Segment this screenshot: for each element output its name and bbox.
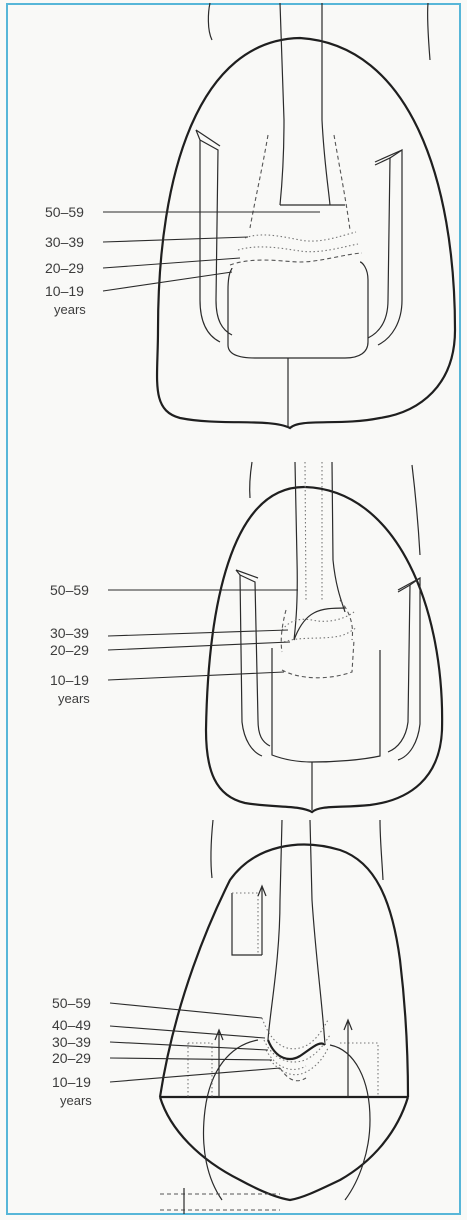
panel-1-pulp-left: [280, 3, 284, 205]
panel-2-label-3: 20–29: [50, 642, 89, 658]
panel-1-cavity-right: [368, 158, 390, 338]
panel-3-inner-right: [330, 1045, 370, 1200]
panel-2-cavity-right: [388, 585, 410, 752]
panel-2-cavity-right-cap: [398, 578, 420, 590]
panel-1: 50–59 30–39 20–29 10–19 years: [45, 3, 455, 428]
panel-2-pulp-right: [332, 462, 345, 612]
panel-3-label-4: 20–29: [52, 1050, 91, 1066]
panel-3-leader-20-29: [110, 1058, 272, 1060]
panel-2-leader-20-29: [108, 642, 290, 650]
panel-2-unit: years: [58, 691, 90, 706]
panel-3-unit: years: [60, 1093, 92, 1108]
panel-2-outline-10-19: [282, 640, 354, 678]
panel-3-root-right: [380, 820, 383, 880]
panel-1-cavity-right-cap: [375, 150, 402, 162]
panel-1-crown-outline: [157, 38, 455, 428]
panel-3-box-left: [188, 1043, 212, 1097]
panel-1-leader-20-29: [103, 258, 240, 268]
panel-3-root-left: [211, 820, 213, 878]
panel-2-label-2: 30–39: [50, 625, 89, 641]
panel-1-outline-30-39: [245, 232, 356, 241]
panel-1-leader-10-19: [103, 272, 232, 291]
panel-3-pulp-left: [268, 820, 282, 1040]
panel-1-leader-30-39: [103, 237, 248, 242]
panel-2-root-right: [412, 465, 420, 555]
panel-1-label-3: 20–29: [45, 260, 84, 276]
panel-3-upper-box: [232, 893, 258, 955]
panel-3-label-1: 50–59: [52, 995, 91, 1011]
panel-2-cavity-left: [240, 575, 270, 746]
panel-2-root-left: [250, 462, 252, 498]
panel-3-box-right: [340, 1043, 378, 1097]
panel-1-outline-10-19: [230, 253, 362, 265]
panel-2-pulp-dots: [305, 462, 322, 600]
panel-2-cavity-floor: [272, 648, 380, 762]
panel-3-leader-40-49: [110, 1026, 265, 1038]
panel-3-label-5: 10–19: [52, 1074, 91, 1090]
panel-3-leader-10-19: [110, 1068, 280, 1082]
panel-3-outline-10-19: [280, 1068, 306, 1081]
panel-1-unit: years: [54, 302, 86, 317]
panel-1-cavity-floor: [228, 262, 368, 358]
panel-3-leader-50-59: [110, 1003, 262, 1018]
panel-3-label-2: 40–49: [52, 1017, 91, 1033]
panel-3: 50–59 40–49 30–39 20–29 10–19 years: [52, 820, 408, 1214]
panel-1-label-1: 50–59: [45, 204, 84, 220]
panel-1-outline-50-59: [250, 135, 350, 230]
panel-2-pulp-floor: [294, 608, 345, 640]
panel-1-root-left: [208, 3, 212, 40]
panel-2-leader-30-39: [108, 630, 288, 636]
panel-2: 50–59 30–39 20–29 10–19 years: [50, 462, 442, 812]
panel-3-label-3: 30–39: [52, 1034, 91, 1050]
panel-1-pulp-right: [322, 3, 330, 205]
panel-2-label-4: 10–19: [50, 672, 89, 688]
panel-3-lower-outline: [160, 1097, 408, 1200]
panel-1-root-right: [428, 3, 430, 60]
panel-1-label-2: 30–39: [45, 234, 84, 250]
panel-1-label-4: 10–19: [45, 283, 84, 299]
panel-2-label-1: 50–59: [50, 582, 89, 598]
panel-3-pulp-right: [310, 820, 325, 1045]
panel-1-outline-20-29: [238, 244, 358, 252]
panel-2-outline-30-39: [282, 612, 354, 630]
